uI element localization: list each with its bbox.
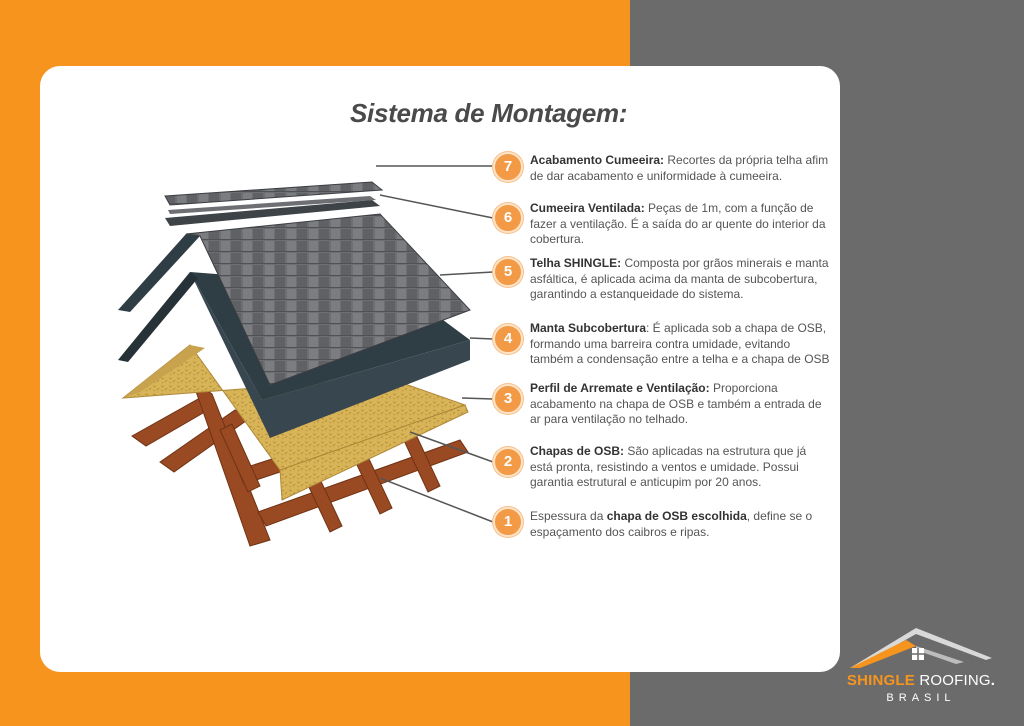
step-description: São aplicadas na estrutura que já está p…: [530, 444, 807, 489]
leader-lines: [376, 165, 494, 523]
logo-wordmark: SHINGLE ROOFING.: [846, 672, 996, 689]
step-title: Manta Subcobertura: [530, 321, 647, 335]
step-text: Manta Subcobertura: É aplicada sob a cha…: [530, 321, 830, 368]
step-description: Recortes da própria telha afim de dar ac…: [530, 153, 829, 183]
step-description: Peças de 1m, com a função de fazer a ven…: [530, 201, 826, 246]
step-title: Telha SHINGLE:: [530, 256, 622, 270]
step-description: Composta por grãos minerais e manta asfá…: [530, 256, 829, 301]
step-description: Proporciona acabamento na chapa de OSB e…: [530, 381, 822, 426]
step-title: Acabamento Cumeeira:: [530, 153, 665, 167]
step-text: Chapas de OSB: São aplicadas na estrutur…: [530, 444, 830, 491]
step-badge: 1: [493, 507, 523, 537]
step-badge: 6: [493, 203, 523, 233]
step-text: Cumeeira Ventilada: Peças de 1m, com a f…: [530, 201, 830, 248]
brand-logo: SHINGLE ROOFING. BRASIL: [846, 620, 996, 710]
step-badge: 5: [493, 257, 523, 287]
step-text: Acabamento Cumeeira: Recortes da própria…: [530, 153, 830, 184]
logo-country: BRASIL: [886, 692, 956, 704]
step-badge: 2: [493, 447, 523, 477]
page-title: Sistema de Montagem:: [350, 98, 628, 128]
step-text: Perfil de Arremate e Ventilação: Proporc…: [530, 381, 830, 428]
step-text: Telha SHINGLE: Composta por grãos minera…: [530, 256, 830, 303]
step-text: Espessura da chapa de OSB escolhida, def…: [530, 509, 830, 540]
step-title: Cumeeira Ventilada:: [530, 201, 645, 215]
step-title: Perfil de Arremate e Ventilação:: [530, 381, 710, 395]
step-suffix: , define se o espaçamento dos caibros e …: [530, 509, 813, 539]
step-title: Chapas de OSB:: [530, 444, 625, 458]
step-description: : É aplicada sob a chapa de OSB, formand…: [530, 321, 830, 366]
step-bold: chapa de OSB escolhida: [606, 509, 747, 523]
step-badge: 3: [493, 384, 523, 414]
step-badge: 4: [493, 324, 523, 354]
step-badge: 7: [493, 152, 523, 182]
ridge-cap: [164, 181, 384, 206]
roof-logo-icon: [850, 628, 992, 668]
step-prefix: Espessura da: [530, 509, 607, 523]
shingle-layer: [118, 213, 471, 386]
ridge-vent: [165, 196, 380, 226]
